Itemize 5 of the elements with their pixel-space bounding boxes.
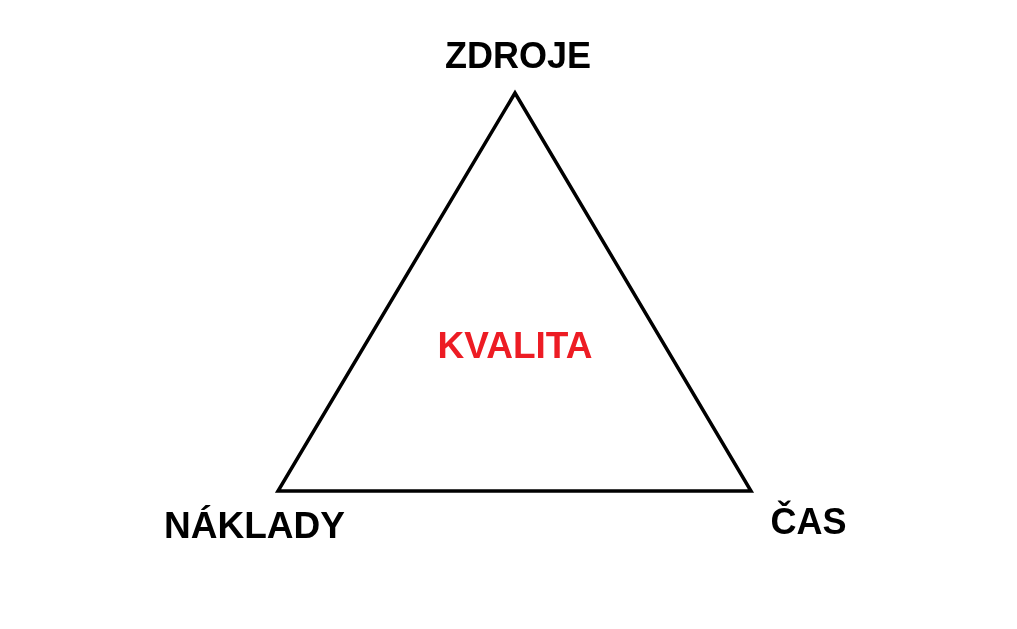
vertex-label: NÁKLADY	[164, 503, 345, 548]
center-label: KVALITA	[437, 323, 593, 368]
vertex-label: ČAS	[770, 499, 847, 544]
vertex-label: ZDROJE	[445, 34, 591, 78]
triangle	[276, 90, 753, 493]
